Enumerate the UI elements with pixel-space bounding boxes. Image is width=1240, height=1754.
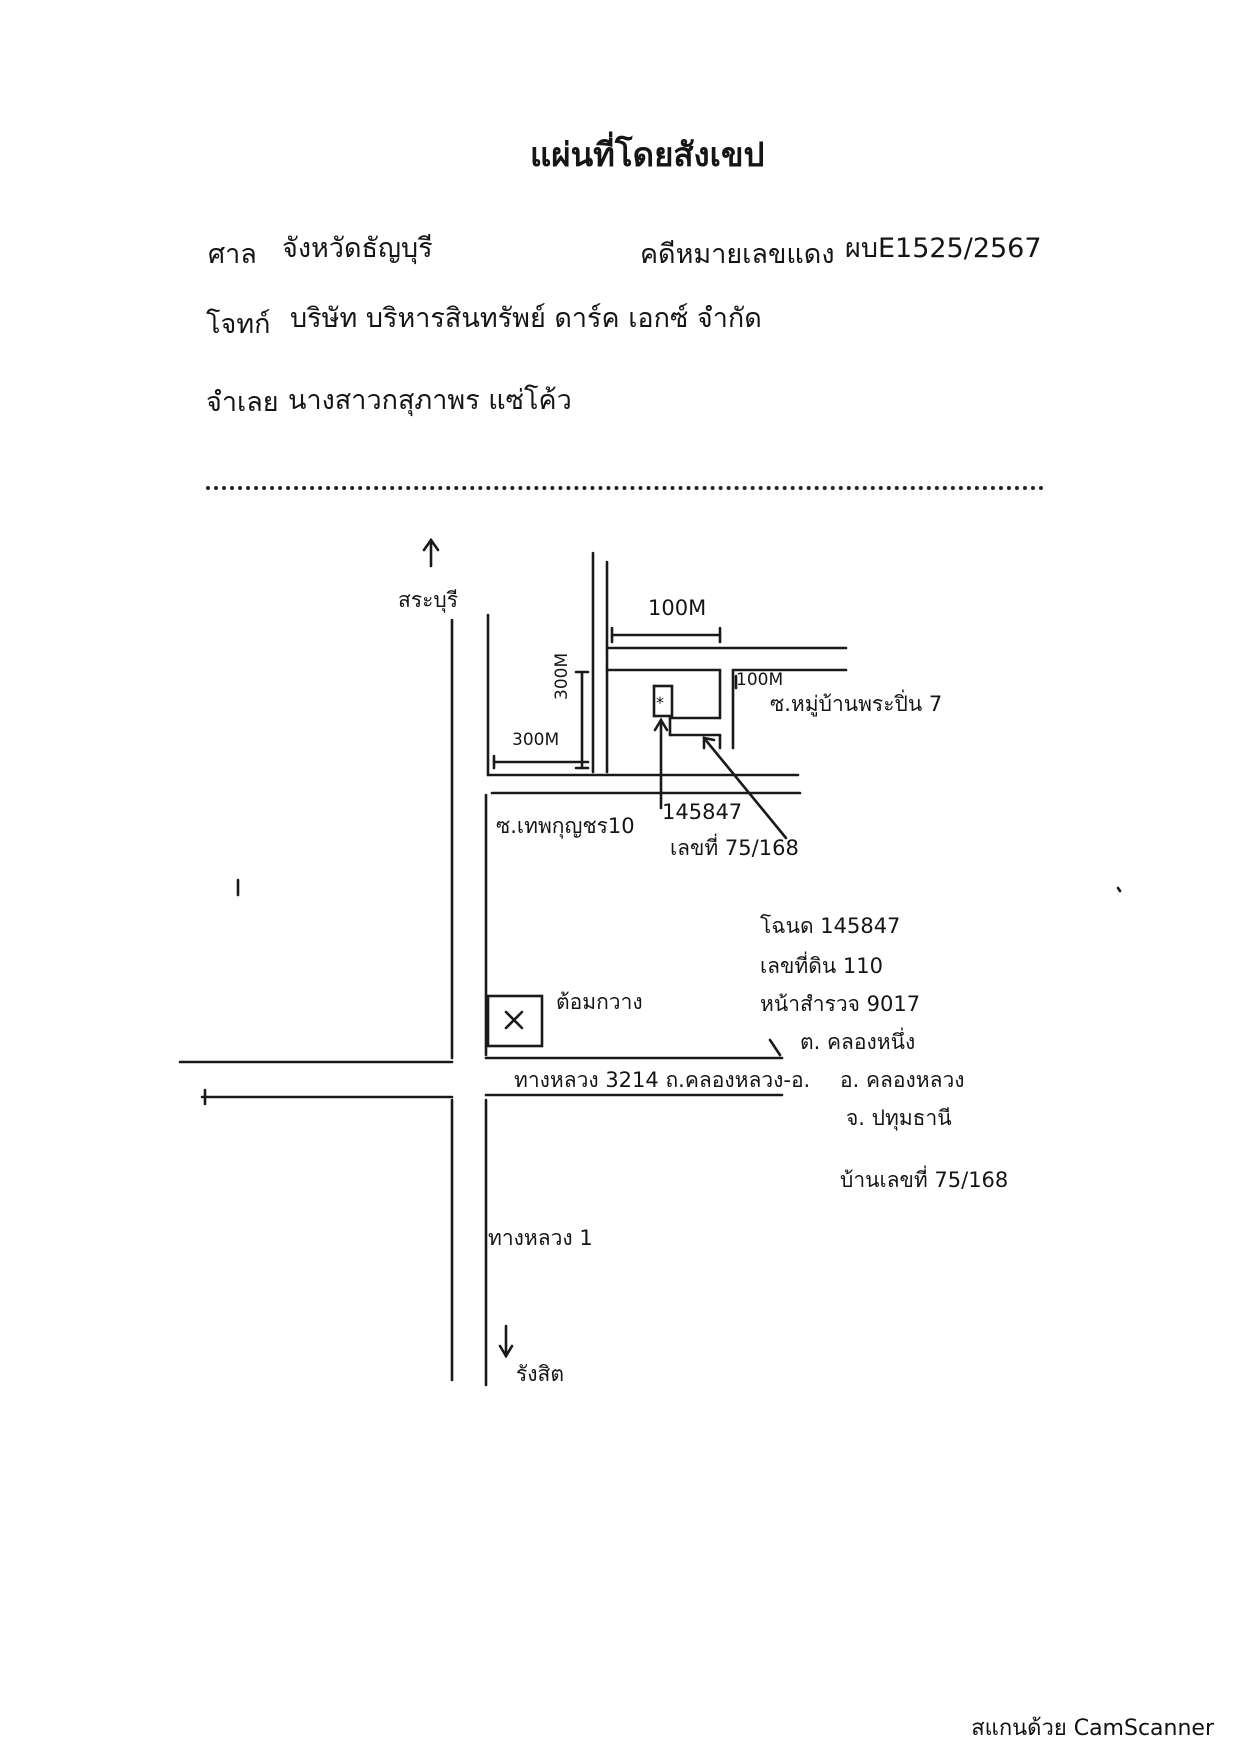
distance-300m-vertical: 300M xyxy=(552,652,572,700)
soi-village-label: ซ.หมู่บ้านพระปิ่น 7 xyxy=(770,692,943,716)
info-province: จ. ปทุมธานี xyxy=(846,1106,952,1130)
plot-marker xyxy=(652,684,674,718)
dotted-separator xyxy=(206,486,1044,490)
house-mark-label: เลขที่ 75/168 xyxy=(670,836,799,860)
south-direction-label: รังสิต xyxy=(516,1362,564,1386)
plaintiff-value: บริษัท บริหารสินทรัพย์ ดาร์ค เอกซ์ จำกัด xyxy=(290,303,762,334)
document-title: แผ่นที่โดยสังเขป xyxy=(530,135,765,174)
landmark-box xyxy=(486,994,544,1048)
highway-1-label: ทางหลวง 1 xyxy=(488,1226,593,1250)
house-number-label: บ้านเลขที่ 75/168 xyxy=(840,1168,1009,1192)
case-number: ผบE1525/2567 xyxy=(845,233,1042,264)
distance-100m-side: 100M xyxy=(736,670,784,690)
deed-mark-label: 145847 xyxy=(662,800,743,824)
svg-text:*: * xyxy=(656,693,664,712)
distance-300m-horizontal: 300M xyxy=(512,730,560,750)
plaintiff-label: โจทก์ xyxy=(206,309,271,340)
road-3214-label: ทางหลวง 3214 ถ.คลองหลวง-อ. xyxy=(514,1068,811,1092)
court-label: ศาล xyxy=(208,239,257,270)
soi-khlong-label: ซ.เทพกุญชร10 xyxy=(496,814,635,838)
court-value: จังหวัดธัญบุรี xyxy=(282,233,433,264)
info-deed: โฉนด 145847 xyxy=(760,914,901,938)
camscanner-watermark: สแกนด้วย CamScanner xyxy=(971,1716,1214,1741)
landmark-label: ต้อมกวาง xyxy=(556,990,643,1014)
distance-100m-top: 100M xyxy=(648,596,707,620)
case-label: คดีหมายเลขแดง xyxy=(640,239,835,270)
info-subdistrict: ต. คลองหนึ่ง xyxy=(800,1030,916,1054)
defendant-label: จำเลย xyxy=(206,387,279,418)
info-survey-page: หน้าสำรวจ 9017 xyxy=(760,992,921,1016)
north-direction-label: สระบุรี xyxy=(398,588,458,612)
defendant-value: นางสาวกสุภาพร แซ่โค้ว xyxy=(288,385,572,416)
info-district: อ. คลองหลวง xyxy=(840,1068,965,1092)
house-arrow xyxy=(702,736,788,840)
info-land-number: เลขที่ดิน 110 xyxy=(760,954,883,978)
